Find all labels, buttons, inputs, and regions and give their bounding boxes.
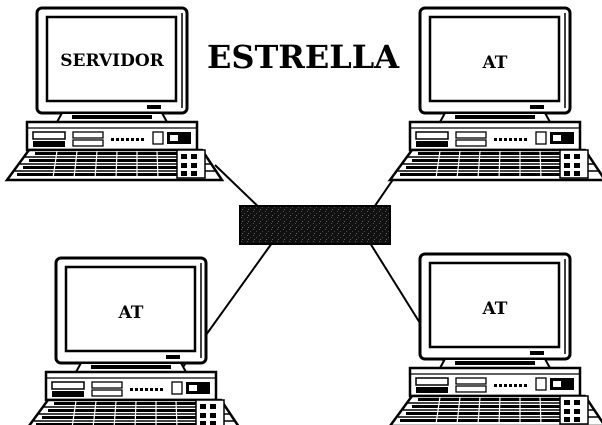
diagram-title: ESTRELLA [207, 38, 400, 76]
cable-lines [178, 162, 448, 374]
screen-label-top-left: SERVIDOR [60, 51, 164, 71]
hub [240, 206, 390, 244]
computer-top-left: SERVIDOR [7, 8, 222, 180]
computer-top-right: AT [390, 8, 602, 180]
screen-label-top-right: AT [482, 53, 508, 73]
screen-label-bottom-left: AT [118, 303, 144, 323]
computer-bottom-left: AT [26, 258, 241, 425]
computer-bottom-right: AT [390, 254, 602, 425]
screen-label-bottom-right: AT [482, 299, 508, 319]
